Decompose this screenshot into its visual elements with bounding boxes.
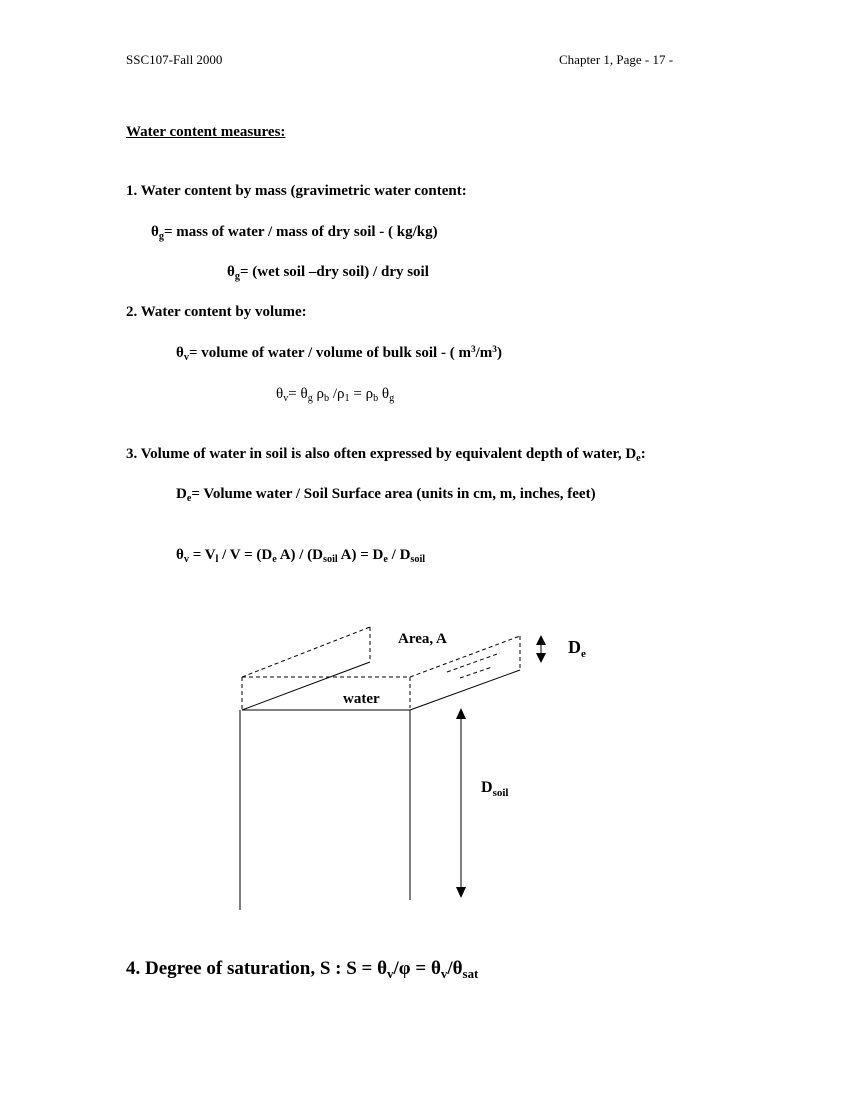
- soil-column-outline: [239, 661, 521, 910]
- item2-equation-2: θv= θg ρb /ρ1 = ρb θg: [276, 386, 395, 405]
- item3-equation-1: De= Volume water / Soil Surface area (un…: [176, 486, 596, 505]
- item3-equation-2: θv = Vl / V = (De A) / (Dsoil A) = De / …: [176, 547, 426, 566]
- section-title: Water content measures:: [126, 124, 286, 140]
- item1-equation-1: θg= mass of water / mass of dry soil - (…: [151, 224, 438, 243]
- de-label: De: [568, 637, 586, 660]
- area-label: Area, A: [398, 631, 447, 647]
- item2-heading: 2. Water content by volume:: [126, 304, 307, 320]
- water-label: water: [343, 691, 380, 707]
- de-arrow-down-icon: [536, 653, 546, 663]
- item2-equation-1: θv= volume of water / volume of bulk soi…: [176, 344, 502, 364]
- dsoil-arrow-up-icon: [456, 708, 466, 719]
- item3-heading: 3. Volume of water in soil is also often…: [126, 446, 646, 465]
- dsoil-arrow-down-icon: [456, 887, 466, 898]
- water-layer-outline: [241, 626, 521, 710]
- de-arrow-up-icon: [536, 635, 546, 645]
- item1-heading: 1. Water content by mass (gravimetric wa…: [126, 183, 467, 199]
- item1-equation-2: θg= (wet soil –dry soil) / dry soil: [227, 264, 429, 283]
- header-page-number: Chapter 1, Page - 17 -: [559, 52, 674, 67]
- header-course: SSC107-Fall 2000: [126, 52, 223, 67]
- dsoil-label: Dsoil: [481, 779, 508, 799]
- item4-degree-of-saturation: 4. Degree of saturation, S : S = θv/φ = …: [126, 958, 479, 981]
